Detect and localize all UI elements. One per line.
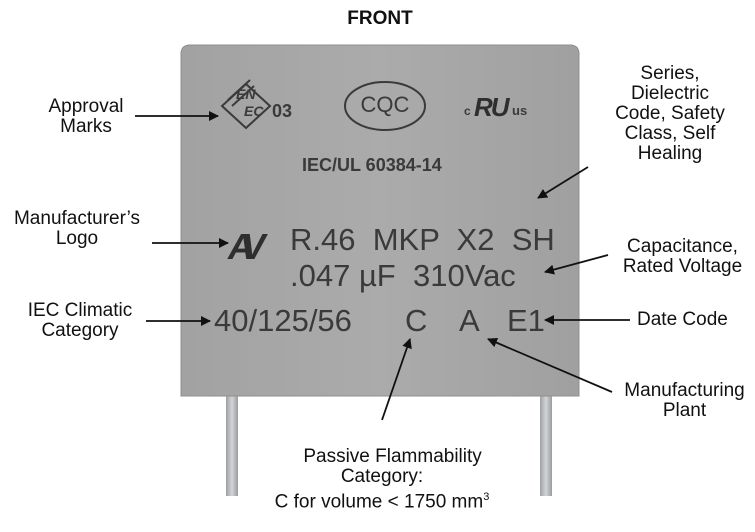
label-date-code: Date Code [637, 309, 728, 330]
arrow-flammability [381, 338, 412, 421]
lead-right [540, 396, 552, 496]
label-flammability-sup: 3 [483, 491, 490, 503]
enec-number: 03 [272, 101, 293, 121]
enec-text-top: EN [236, 86, 256, 102]
cqc-mark: CQC [360, 92, 410, 117]
label-flammability-text: Passive Flammability Category: C for vol… [274, 446, 484, 513]
label-manufacturer-logo: Manufacturer’s Logo [13, 208, 141, 249]
label-capacitance: Capacitance, Rated Voltage [622, 236, 743, 277]
cqc-ellipse [344, 81, 426, 131]
plant-code: A [459, 303, 480, 338]
enec-logo [220, 79, 272, 130]
series-line: R.46 MKP X2 SH [290, 222, 555, 257]
label-series: Series, Dielectric Code, Safety Class, S… [615, 63, 725, 164]
standard-text: IEC/UL 60384-14 [302, 155, 442, 175]
view-label: FRONT [347, 8, 413, 29]
arrow-capacitance [544, 254, 609, 275]
ul-us: us [512, 103, 528, 118]
label-flammability: Passive Flammability Category: C for vol… [246, 427, 518, 532]
label-plant: Manufacturing Plant [624, 380, 745, 421]
capacitor-diagram: FRONT EN EC 03 CQC c RU us IEC/UL 60384-… [13, 8, 745, 512]
arrow-series [537, 166, 589, 199]
diagram-graphics [135, 44, 630, 496]
capacitance-line: .047 µF 310Vac [290, 258, 516, 293]
climatic-code: 40/125/56 [214, 303, 352, 338]
ul-logo: RU [474, 92, 510, 122]
arrow-plant [487, 337, 613, 393]
label-approval-marks: Approval Marks [48, 96, 124, 137]
capacitor-body [180, 44, 580, 397]
label-iec-climatic: IEC Climatic Category [27, 300, 133, 341]
ul-c: c [464, 104, 471, 118]
manufacturer-logo-mark: AV [228, 226, 265, 267]
enec-text-bottom: EC [244, 103, 264, 119]
date-code-mark: E1 [507, 303, 545, 338]
flammability-code: C [405, 303, 428, 338]
lead-left [226, 396, 238, 496]
